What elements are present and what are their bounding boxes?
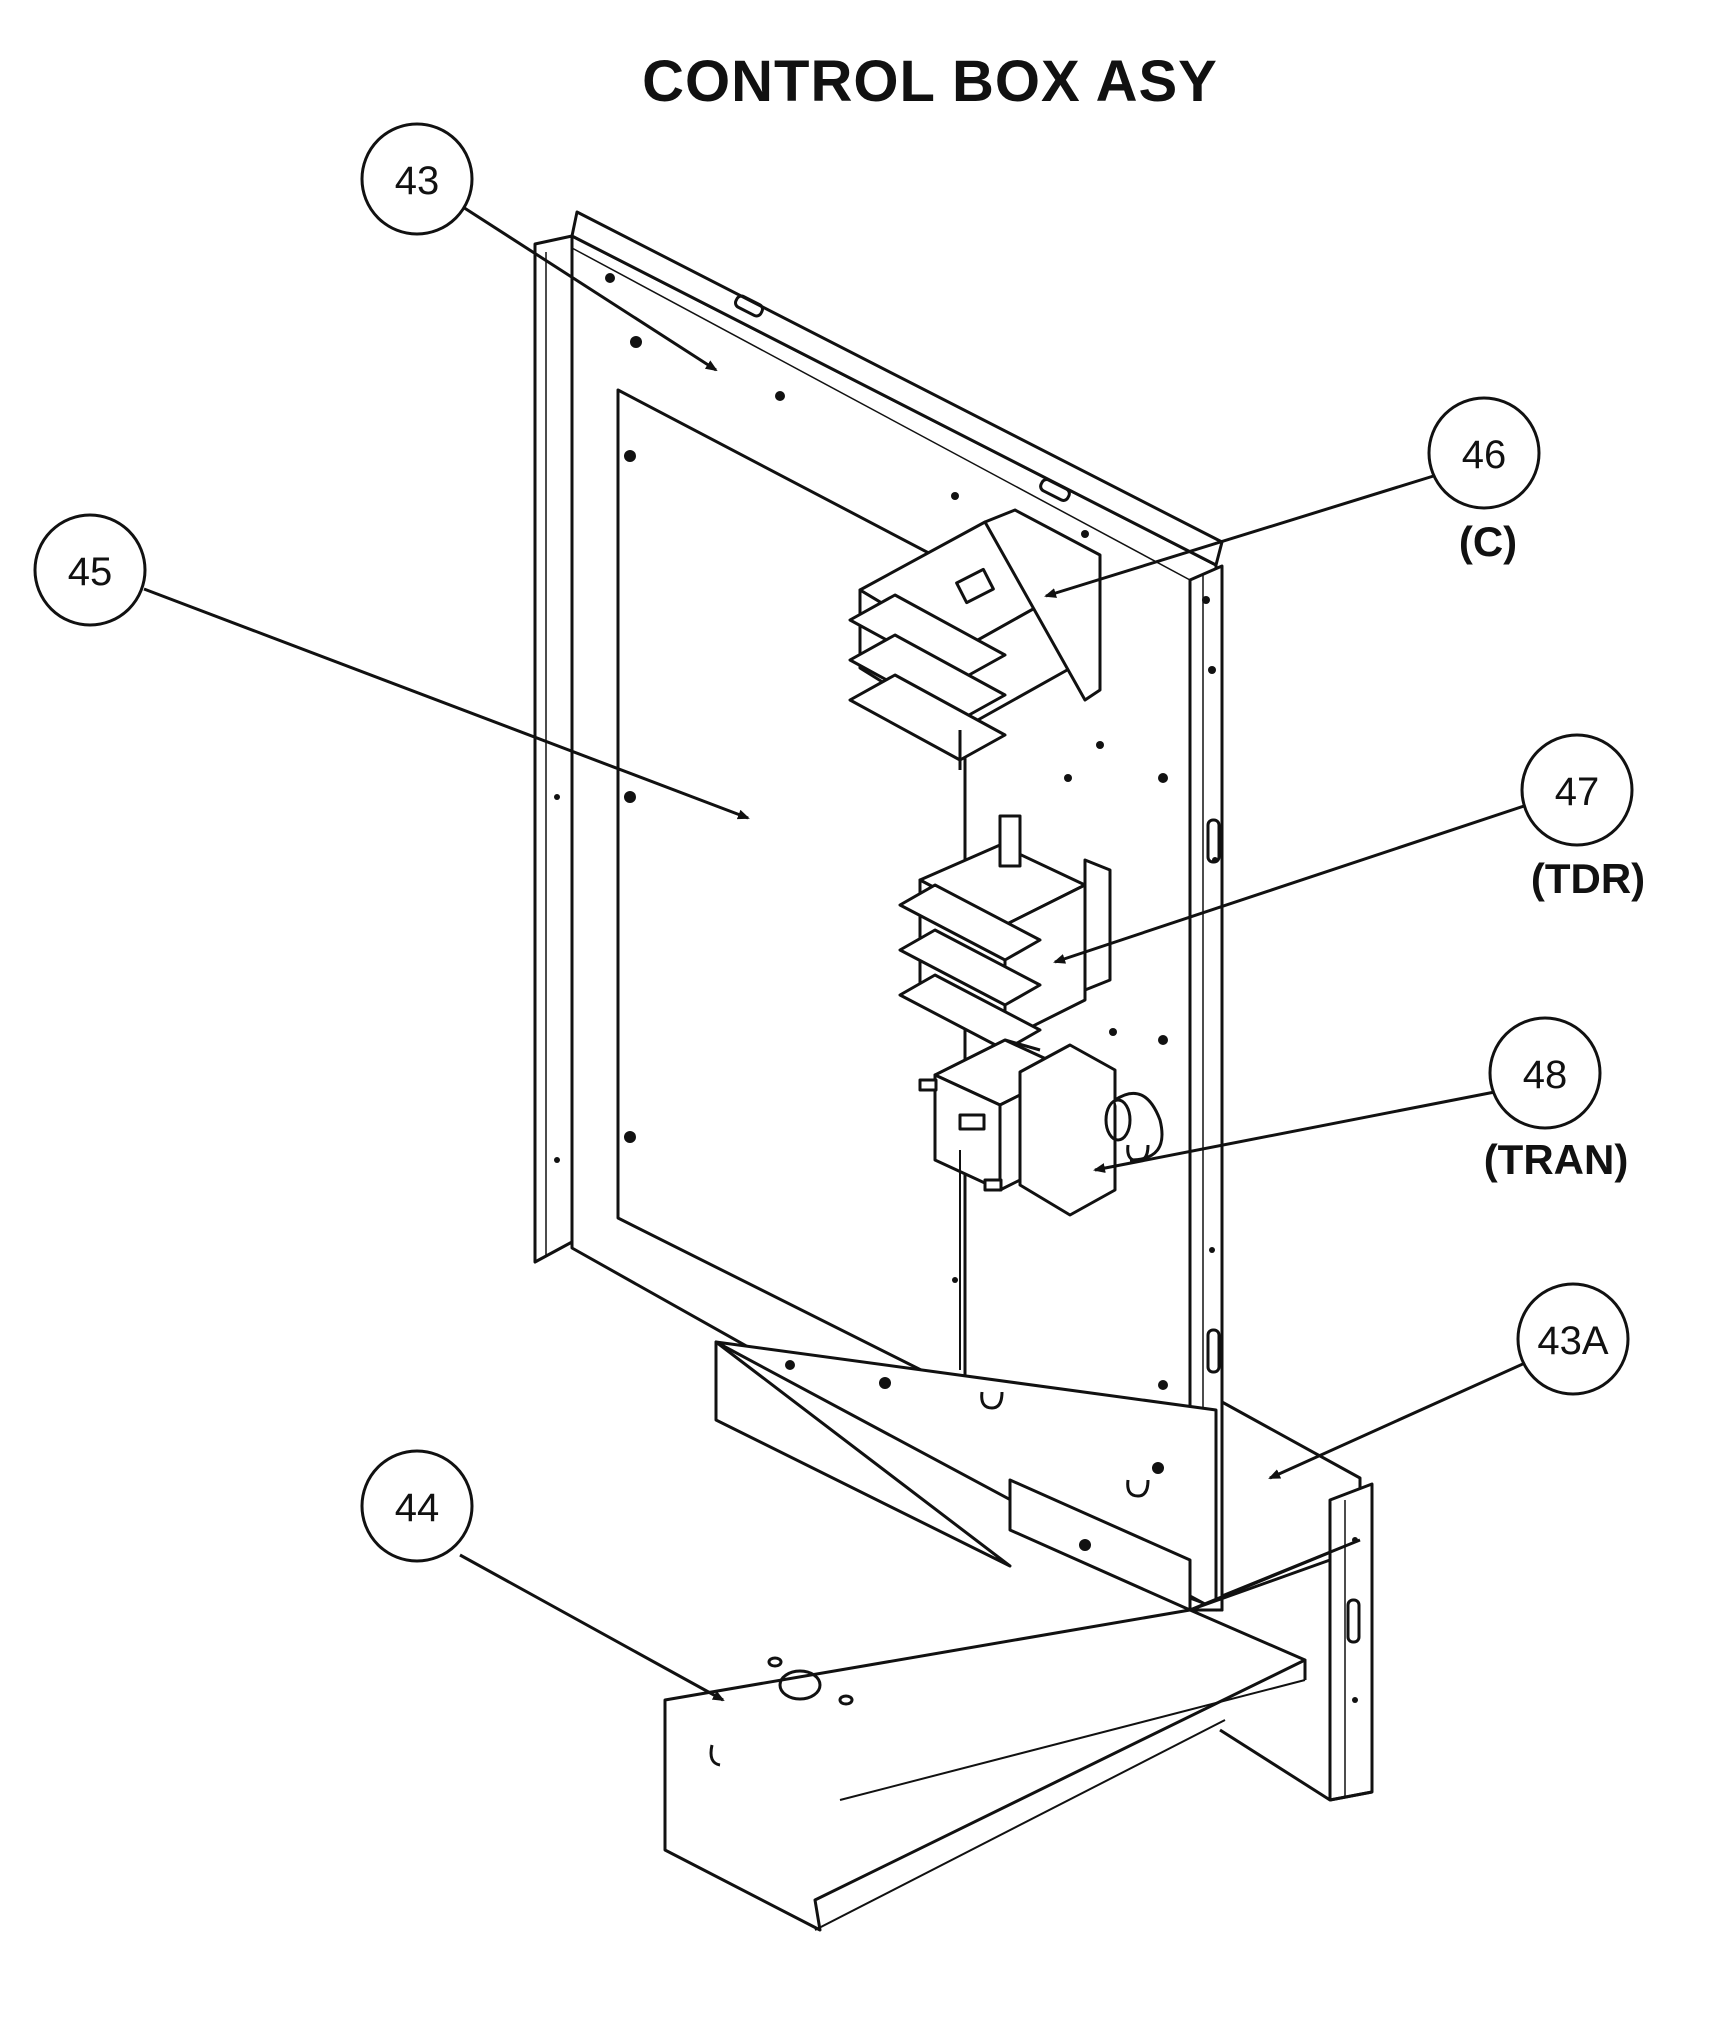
callout-47-sublabel: (TDR) (1531, 855, 1645, 902)
callout-44-label: 44 (395, 1486, 440, 1530)
callout-48: 48 (TRAN) (1484, 1016, 1629, 1183)
callout-44: 44 (360, 1449, 474, 1563)
leader-lines (143, 198, 1537, 1702)
callout-45-label: 45 (68, 550, 113, 594)
time-delay-relay (898, 814, 1112, 1052)
fastener-holes (554, 273, 1358, 1703)
callout-43: 43 (360, 122, 474, 236)
base-plate (663, 1608, 1373, 1932)
transformer (918, 1038, 1164, 1370)
callout-46-label: 46 (1462, 433, 1507, 477)
callout-46: 46 (C) (1427, 396, 1541, 565)
callout-45: 45 (33, 513, 147, 627)
callout-48-sublabel: (TRAN) (1484, 1136, 1629, 1183)
callout-47: 47 (TDR) (1520, 733, 1645, 902)
callout-43a-label: 43A (1537, 1319, 1608, 1363)
contactor (848, 508, 1102, 770)
callout-43a: 43A (1516, 1282, 1630, 1396)
callout-48-label: 48 (1523, 1053, 1568, 1097)
lower-bracket (714, 1340, 1374, 1802)
callout-43-label: 43 (395, 159, 440, 203)
callout-47-label: 47 (1555, 770, 1600, 814)
callout-bubbles: 43 43A 44 45 46 (C) 47 (TDR) 48 (TRAN) (33, 122, 1645, 1563)
callout-46-sublabel: (C) (1459, 518, 1517, 565)
diagram-title: CONTROL BOX ASY (642, 49, 1218, 114)
